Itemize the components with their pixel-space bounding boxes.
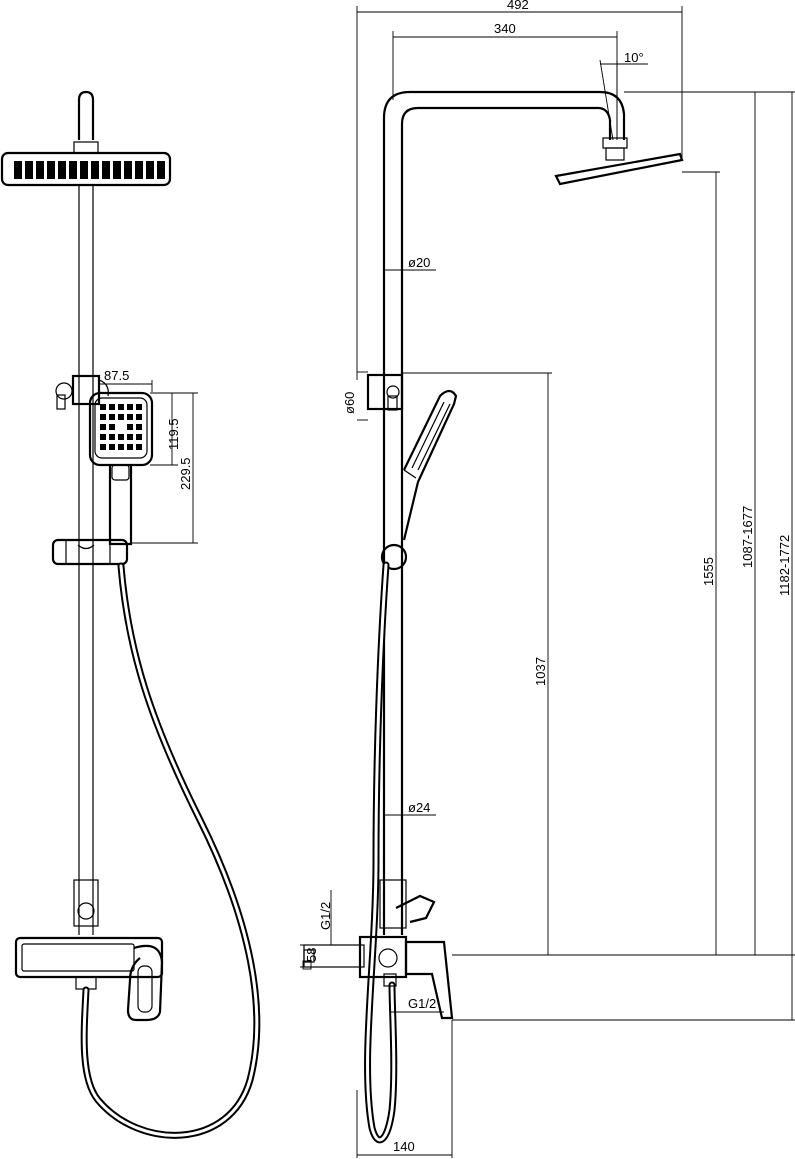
rain-nozzle	[58, 161, 66, 179]
hand-nozzle	[136, 404, 142, 410]
hand-nozzle	[109, 434, 115, 440]
dim-lower-pipe-dia: ø24	[408, 800, 430, 815]
front-lower-fitting	[73, 879, 99, 927]
hand-nozzle	[127, 434, 133, 440]
dim-inlet-thread: G1/2	[318, 902, 333, 930]
hand-nozzle	[109, 424, 115, 430]
dim-depth: 140	[393, 1139, 415, 1154]
hand-nozzle	[127, 424, 133, 430]
hand-nozzle	[127, 404, 133, 410]
hand-nozzle	[136, 434, 142, 440]
side-hand-shower	[402, 389, 458, 541]
side-holder-clamp	[366, 373, 404, 411]
rain-nozzle	[157, 161, 165, 179]
front-hose	[80, 562, 261, 1139]
front-rain-head	[0, 141, 172, 187]
rain-nozzle	[25, 161, 33, 179]
rain-nozzle	[135, 161, 143, 179]
hand-nozzle	[100, 444, 106, 450]
hand-nozzle	[100, 424, 106, 430]
dim-head-height: 1555	[701, 557, 716, 586]
hand-nozzle	[118, 444, 124, 450]
hand-nozzle	[118, 404, 124, 410]
hand-nozzle	[100, 404, 106, 410]
rain-nozzle	[14, 161, 22, 179]
dim-outlet-thread: G1/2	[408, 996, 436, 1011]
front-rod-top-cap	[77, 90, 95, 140]
hand-nozzle	[118, 434, 124, 440]
hand-nozzle	[100, 414, 106, 420]
dim-handshower-width: 87.5	[104, 368, 129, 383]
dim-wall-square: 58	[304, 948, 319, 962]
front-view: 87.5 119.5 229.5	[0, 90, 261, 1139]
front-mixer	[14, 936, 164, 1022]
side-dimensions: 492 340 10° ø20 ø60 1037	[300, 0, 795, 1158]
hand-nozzle	[109, 444, 115, 450]
rain-nozzle	[36, 161, 44, 179]
rain-nozzle	[124, 161, 132, 179]
side-rain-head	[554, 137, 684, 186]
hand-nozzle	[118, 414, 124, 420]
rain-nozzle	[47, 161, 55, 179]
rain-nozzle	[69, 161, 77, 179]
hand-nozzle	[109, 414, 115, 420]
dim-arm-reach: 340	[494, 21, 516, 36]
rain-nozzle	[91, 161, 99, 179]
side-diverter	[379, 879, 436, 929]
rain-nozzle	[113, 161, 121, 179]
front-slide-holder	[51, 538, 129, 566]
dim-upper-pipe-dia: ø20	[408, 255, 430, 270]
side-view: 492 340 10° ø20 ø60 1037	[300, 0, 795, 1158]
front-dimensions: 87.5 119.5 229.5	[98, 368, 198, 544]
dim-handshower-head-height: 119.5	[166, 418, 181, 450]
dim-total-range: 1182-1772	[777, 535, 792, 596]
dim-holder-height: 1037	[533, 657, 548, 686]
dim-handshower-total-height: 229.5	[178, 457, 193, 490]
side-mixer	[303, 935, 454, 1020]
rain-nozzle	[102, 161, 110, 179]
rain-nozzle	[80, 161, 88, 179]
dim-head-tilt: 10°	[624, 50, 644, 65]
rain-nozzle	[146, 161, 154, 179]
hand-nozzle	[136, 424, 142, 430]
front-hand-shower	[88, 391, 154, 546]
side-hose	[364, 561, 398, 1144]
hand-nozzle	[127, 444, 133, 450]
hand-nozzle	[100, 434, 106, 440]
dim-outlet-range: 1087-1677	[740, 506, 755, 568]
dim-total-width: 492	[507, 0, 529, 12]
side-slider-knob	[380, 543, 408, 571]
hand-nozzle	[136, 444, 142, 450]
hand-nozzle	[127, 414, 133, 420]
hand-nozzle	[109, 404, 115, 410]
dim-holder-dia: ø60	[342, 392, 357, 414]
hand-nozzle	[136, 414, 142, 420]
